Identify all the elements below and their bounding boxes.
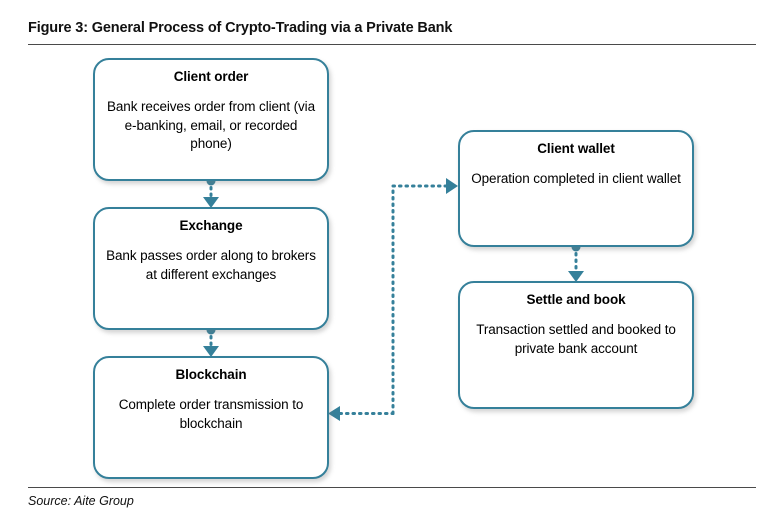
node-body: Complete order transmission to blockchai… <box>118 396 304 431</box>
process-node-client-order[interactable]: Client order Bank receives order from cl… <box>93 58 329 181</box>
node-body: Operation completed in client wallet <box>471 170 681 186</box>
node-title: Client wallet <box>537 141 615 156</box>
source-note: Source: Aite Group <box>28 494 134 508</box>
edge-exchange-to-blockchain <box>203 325 219 357</box>
edge-client-order-to-exchange <box>203 176 219 208</box>
title-divider <box>28 44 756 45</box>
edge-blockchain-to-client-wallet <box>328 178 458 421</box>
node-body: Transaction settled and booked to privat… <box>476 321 676 356</box>
page-title: Figure 3: General Process of Crypto-Trad… <box>28 20 453 36</box>
source-divider <box>28 487 756 488</box>
edge-client-wallet-to-settle-and-book <box>568 242 584 282</box>
node-title: Blockchain <box>175 367 247 382</box>
node-title: Exchange <box>179 218 243 233</box>
node-body: Bank passes order along to brokers at di… <box>106 247 316 282</box>
process-node-settle-and-book[interactable]: Settle and book Transaction settled and … <box>458 281 694 409</box>
node-body: Bank receives order from client (via e-b… <box>107 98 315 152</box>
process-node-blockchain[interactable]: Blockchain Complete order transmission t… <box>93 356 329 479</box>
node-title: Settle and book <box>526 292 626 307</box>
process-node-exchange[interactable]: Exchange Bank passes order along to brok… <box>93 207 329 330</box>
process-node-client-wallet[interactable]: Client wallet Operation completed in cli… <box>458 130 694 247</box>
node-title: Client order <box>173 69 249 84</box>
